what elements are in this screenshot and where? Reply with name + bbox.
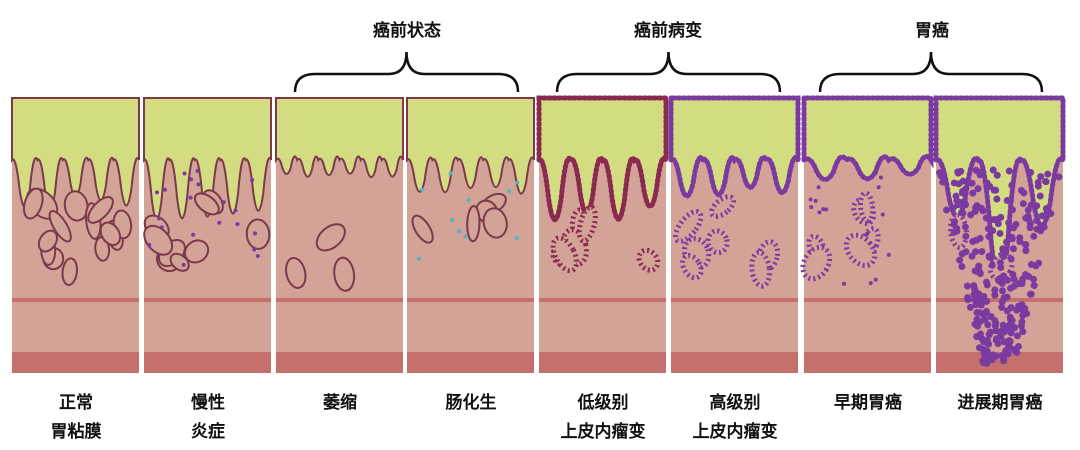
stage-panel-8	[933, 95, 1066, 373]
stage-label-6: 高级别上皮内瘤变	[669, 389, 801, 447]
group-title-precancerous-lesion: 癌前病变	[634, 21, 702, 41]
stage-label-line2: 炎症	[191, 422, 225, 442]
stage-panel-6	[668, 95, 801, 373]
stage-panel-4	[406, 97, 535, 373]
stage-label-line1: 高级别	[709, 393, 761, 413]
group-title-precancerous-state: 癌前状态	[373, 21, 441, 41]
stage-label-2: 慢性炎症	[142, 389, 274, 447]
stage-panel-1	[11, 97, 140, 373]
stage-panel-5	[536, 95, 669, 373]
stage-label-line1: 低级别	[577, 393, 629, 413]
stage-label-line1: 进展期胃癌	[957, 393, 1043, 413]
stage-label-5: 低级别上皮内瘤变	[537, 389, 669, 447]
group-title-gastric-cancer: 胃癌	[915, 21, 949, 41]
stage-label-3: 萎缩	[274, 389, 406, 418]
stage-label-line1: 肠化生	[445, 393, 497, 413]
stage-label-line2: 上皮内瘤变	[560, 422, 646, 442]
stage-label-4: 肠化生	[405, 389, 537, 418]
stage-label-7: 早期胃癌	[802, 389, 934, 418]
group-bracket	[555, 51, 782, 93]
stage-label-line2: 胃粘膜	[50, 422, 102, 442]
stage-label-line2: 上皮内瘤变	[692, 422, 778, 442]
stage-panel-2	[143, 97, 272, 373]
stage-label-line1: 早期胃癌	[834, 393, 902, 413]
stage-label-8: 进展期胃癌	[934, 389, 1066, 418]
stage-label-line1: 萎缩	[323, 393, 357, 413]
stage-panel-7	[800, 95, 934, 373]
stage-label-line1: 慢性	[191, 393, 225, 413]
stage-panel-3	[275, 97, 404, 373]
stage-label-line1: 正常	[59, 393, 93, 413]
group-bracket	[293, 51, 520, 93]
group-bracket	[818, 51, 1044, 93]
stage-label-1: 正常胃粘膜	[10, 389, 142, 447]
